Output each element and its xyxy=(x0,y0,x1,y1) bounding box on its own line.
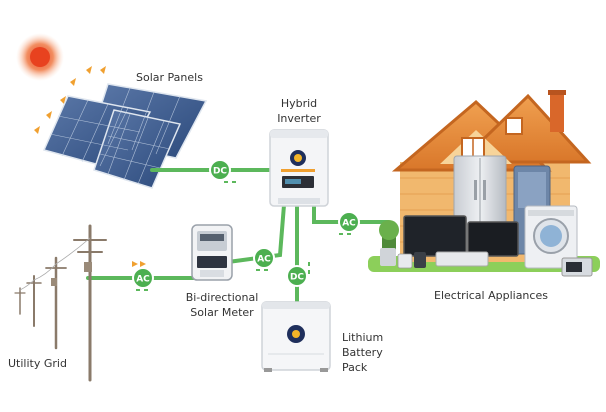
hybrid-inverter-image xyxy=(269,129,329,207)
meter-label-line1: Bi-directional xyxy=(185,291,259,304)
solar-meter-image xyxy=(191,224,233,281)
sun-icon xyxy=(16,33,64,81)
inverter-label: Hybrid Inverter xyxy=(262,96,336,126)
inverter-label-line2: Inverter xyxy=(277,112,321,125)
utility-grid-image xyxy=(14,224,107,382)
flow-dashes xyxy=(136,181,351,291)
battery-label-line3: Pack xyxy=(342,361,368,374)
badge-circles xyxy=(132,159,360,289)
solar-panels-label: Solar Panels xyxy=(136,71,203,84)
badge-appliances-ac: AC xyxy=(342,219,356,229)
grid-flow-arrows xyxy=(132,261,146,267)
solar-panels-image xyxy=(42,83,208,189)
inverter-label-line1: Hybrid xyxy=(280,97,318,110)
battery-pack-image xyxy=(261,301,331,372)
badge-battery-dc: DC xyxy=(290,273,304,283)
badge-solar-dc: DC xyxy=(213,167,227,177)
meter-label-line2: Solar Meter xyxy=(190,306,254,319)
sun-rays xyxy=(34,66,106,134)
badge-grid-ac: AC xyxy=(136,275,150,285)
appliances-image xyxy=(380,155,593,277)
meter-label: Bi-directional Solar Meter xyxy=(174,290,270,320)
appliances-label: Electrical Appliances xyxy=(434,289,548,302)
battery-label: Lithium Battery Pack xyxy=(342,330,383,375)
battery-label-line2: Battery xyxy=(342,346,383,359)
badge-meter-ac: AC xyxy=(257,255,271,265)
battery-label-line1: Lithium xyxy=(342,331,384,344)
utility-grid-label: Utility Grid xyxy=(8,357,67,370)
